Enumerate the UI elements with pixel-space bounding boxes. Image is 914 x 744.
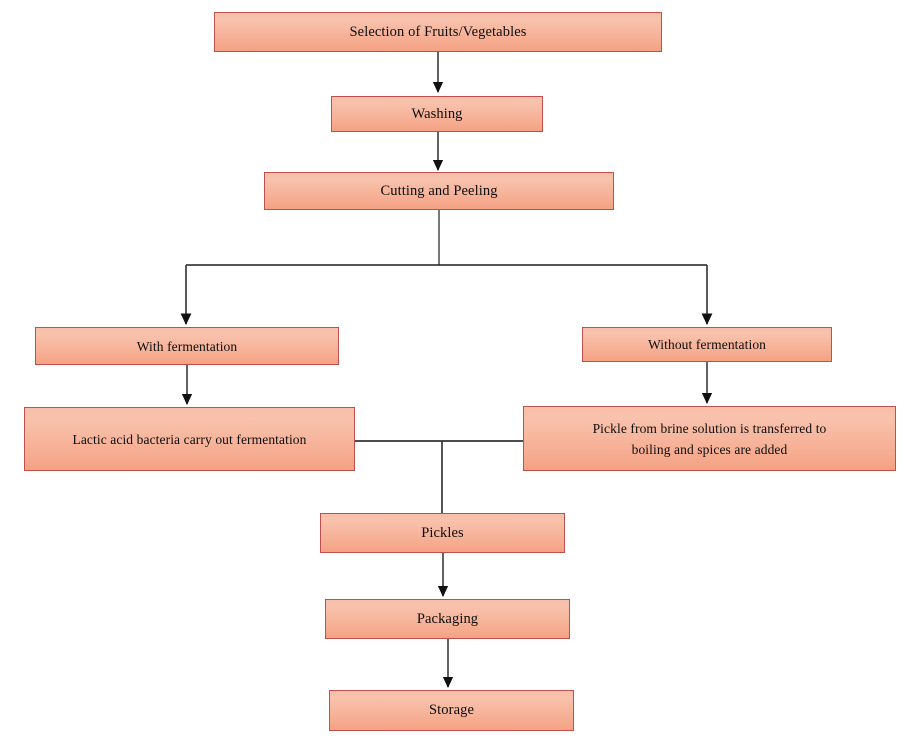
node-lactic-acid-fermentation[interactable]: Lactic acid bacteria carry out fermentat… (24, 407, 355, 471)
node-selection-label: Selection of Fruits/Vegetables (349, 23, 527, 40)
node-packaging-label: Packaging (416, 610, 479, 627)
node-storage[interactable]: Storage (329, 690, 574, 731)
node-lactic-acid-fermentation-label: Lactic acid bacteria carry out fermentat… (72, 431, 307, 447)
node-brine-boiling-spices[interactable]: Pickle from brine solution is transferre… (523, 406, 896, 471)
node-pickles-label: Pickles (421, 524, 464, 541)
node-brine-boiling-spices-label: Pickle from brine solution is transferre… (592, 420, 827, 457)
node-pickles[interactable]: Pickles (320, 513, 565, 553)
node-washing-label: Washing (411, 105, 463, 122)
node-storage-label: Storage (429, 702, 474, 718)
node-with-fermentation-label: With fermentation (136, 338, 238, 354)
node-with-fermentation[interactable]: With fermentation (35, 327, 339, 365)
node-selection[interactable]: Selection of Fruits/Vegetables (214, 12, 662, 52)
node-cutting-and-peeling-label: Cutting and Peeling (380, 182, 498, 199)
node-cutting-and-peeling[interactable]: Cutting and Peeling (264, 172, 614, 210)
node-packaging[interactable]: Packaging (325, 599, 570, 639)
node-washing[interactable]: Washing (331, 96, 543, 132)
node-without-fermentation[interactable]: Without fermentation (582, 327, 832, 362)
node-without-fermentation-label: Without fermentation (647, 337, 767, 352)
